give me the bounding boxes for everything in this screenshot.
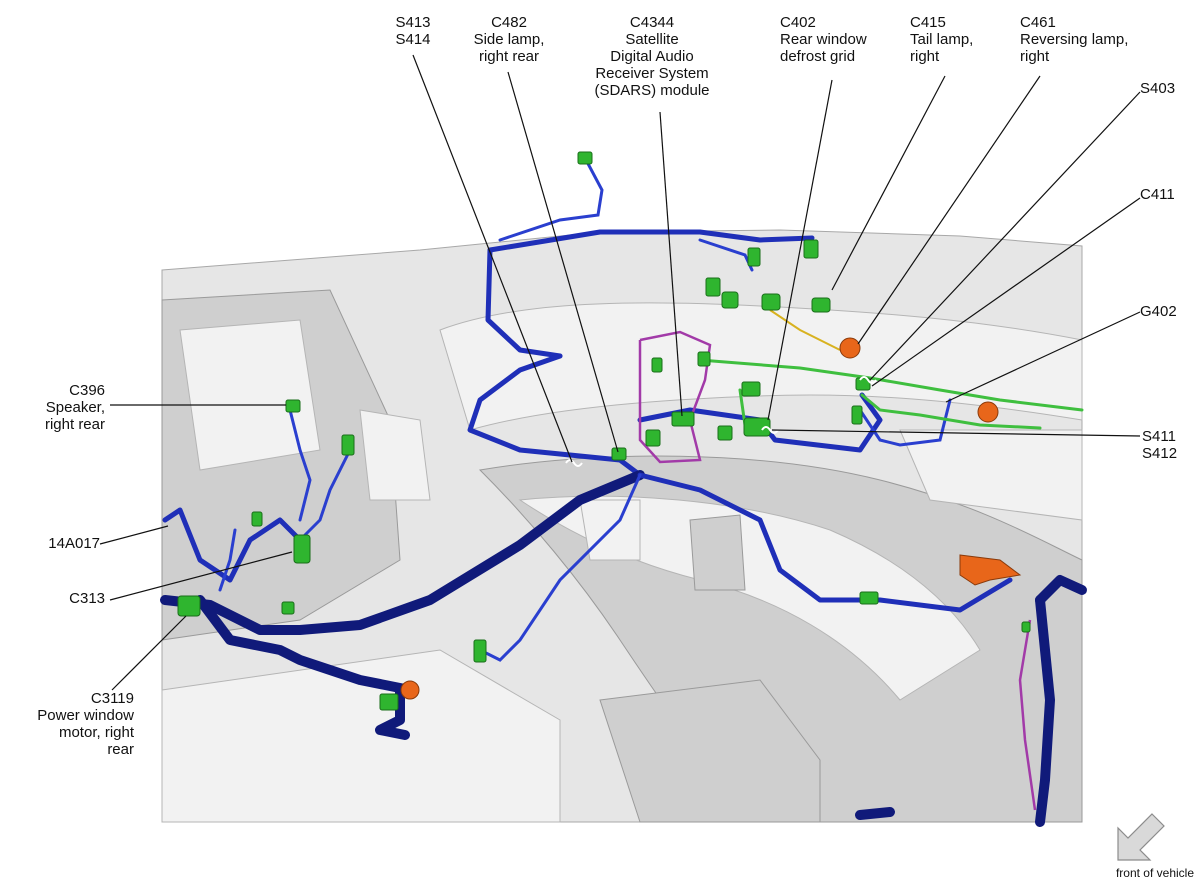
leader-lines (99, 54, 1141, 691)
connector (803, 239, 819, 259)
grommets (400, 337, 1022, 700)
splice-markers (565, 376, 877, 467)
connector (341, 434, 355, 456)
leader-g402 (945, 311, 1141, 403)
front-of-vehicle-label: front of vehicle (1115, 866, 1194, 880)
leader-c4344 (659, 111, 683, 417)
connector (473, 639, 487, 663)
connector-c313 (293, 534, 311, 564)
connector (651, 357, 663, 373)
connector-c415 (811, 297, 831, 313)
connector (721, 291, 739, 309)
vehicle-body (161, 229, 1083, 823)
connector-c3119 (177, 595, 201, 617)
callout-c4344: C4344 Satellite Digital Audio Receiver S… (594, 14, 710, 99)
callout-c411: C411 (1140, 186, 1175, 203)
harness-14a017 (160, 156, 1087, 827)
leader-c3119 (111, 615, 187, 691)
splice-s413-s414 (565, 459, 583, 467)
leader-c402 (767, 79, 833, 421)
grommet (977, 401, 999, 423)
tail-lamp-pigtail (769, 309, 841, 351)
grommet-c461 (839, 337, 861, 359)
connector (741, 381, 761, 397)
leader-c415 (831, 75, 946, 291)
splice-s411-s412 (761, 426, 779, 434)
connector-c396 (285, 399, 301, 413)
arrow-down-left-icon (1117, 813, 1165, 861)
connector (717, 425, 733, 441)
leader-14a017 (99, 525, 169, 545)
connector-c482 (611, 447, 627, 461)
connector (1021, 621, 1031, 633)
callout-c396: C396 Speaker, right rear (44, 382, 105, 433)
leader-s411-s412 (771, 429, 1141, 437)
leader-c461 (857, 75, 1041, 345)
callout-c313: C313 (69, 590, 105, 607)
leader-s413-s414 (412, 54, 573, 463)
connector-c4344 (671, 411, 695, 427)
splice-s403 (859, 376, 877, 384)
connector-c402 (743, 417, 771, 437)
connector (761, 293, 781, 311)
connector (379, 693, 399, 711)
callout-c3119: C3119 Power window motor, right rear (37, 690, 134, 758)
callout-c415: C415 Tail lamp, right (910, 14, 974, 65)
connector (251, 511, 263, 527)
callout-c461: C461 Reversing lamp, right (1020, 14, 1129, 65)
connector (747, 247, 761, 267)
callout-c402: C402 Rear window defrost grid (780, 14, 867, 65)
callout-s413-s414: S413 S414 (395, 14, 431, 48)
leader-s403 (869, 91, 1141, 381)
connector (577, 151, 593, 165)
grommet (400, 680, 420, 700)
callout-14a017: 14A017 (48, 535, 100, 552)
connector (281, 601, 295, 615)
leader-c313 (109, 551, 293, 601)
callout-s403: S403 (1140, 80, 1176, 97)
connector (851, 405, 863, 425)
callout-g402: G402 (1140, 303, 1177, 320)
connector (705, 277, 721, 297)
connector (645, 429, 661, 447)
connector (697, 351, 711, 367)
connectors (177, 151, 1031, 711)
callout-c482: C482 Side lamp, right rear (473, 14, 545, 65)
leader-c411 (871, 197, 1141, 387)
grommet (959, 554, 1022, 586)
callout-s411-s412: S411 S412 (1142, 428, 1178, 462)
connector (859, 591, 879, 605)
leader-c482 (507, 71, 619, 453)
